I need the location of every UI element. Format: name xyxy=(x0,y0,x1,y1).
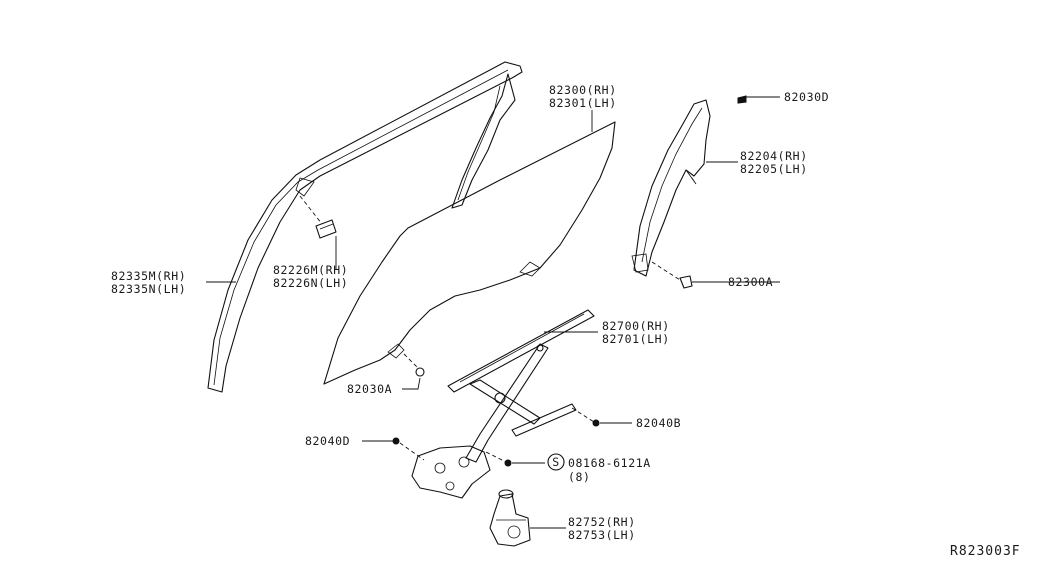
callout-glass-bracket-rh: 82226M(RH) xyxy=(273,263,348,277)
callout-regulator-lh: 82701(LH) xyxy=(602,332,670,346)
window-glass-part xyxy=(323,121,616,385)
callout-sash-rear-lh: 82205(LH) xyxy=(740,162,808,176)
callout-screw-number: 08168-6121A xyxy=(568,456,651,470)
callout-glass-bracket-lh: 82226N(LH) xyxy=(273,276,348,290)
regulator-part xyxy=(411,309,595,499)
callout-window-glass-rh: 82300(RH) xyxy=(549,83,617,97)
glass-bracket-part xyxy=(299,195,337,239)
callout-window-glass-lh: 82301(LH) xyxy=(549,96,617,110)
callout-clip-glass: 82030A xyxy=(347,382,392,396)
clip-82030d xyxy=(737,95,747,104)
reference-code: R823003F xyxy=(950,544,1021,559)
callout-motor-lh: 82753(LH) xyxy=(568,528,636,542)
screw-symbol-badge: S xyxy=(547,453,565,471)
callout-bolt-right: 82040B xyxy=(636,416,681,430)
leader-lines xyxy=(206,96,780,529)
motor-part xyxy=(489,489,531,547)
clip-82030a xyxy=(403,353,425,377)
callout-sash-front-rh: 82335M(RH) xyxy=(111,269,186,283)
callout-motor-rh: 82752(RH) xyxy=(568,515,636,529)
callout-bolt-left: 82040D xyxy=(305,434,350,448)
callout-sash-rear-rh: 82204(RH) xyxy=(740,149,808,163)
screw-symbol-text: S xyxy=(552,455,560,469)
callout-clip-top: 82030D xyxy=(784,90,829,104)
rear-sash-part xyxy=(631,99,711,277)
front-sash-part xyxy=(207,61,523,393)
callout-sash-front-lh: 82335N(LH) xyxy=(111,282,186,296)
callout-regulator-rh: 82700(RH) xyxy=(602,319,670,333)
callout-clip-rear: 82300A xyxy=(728,275,773,289)
callout-screw-qty: (8) xyxy=(568,470,591,484)
bolt-82040d xyxy=(392,437,425,461)
screw-part xyxy=(485,451,512,467)
clip-82300a xyxy=(651,261,693,289)
bolt-82040b xyxy=(571,407,600,427)
